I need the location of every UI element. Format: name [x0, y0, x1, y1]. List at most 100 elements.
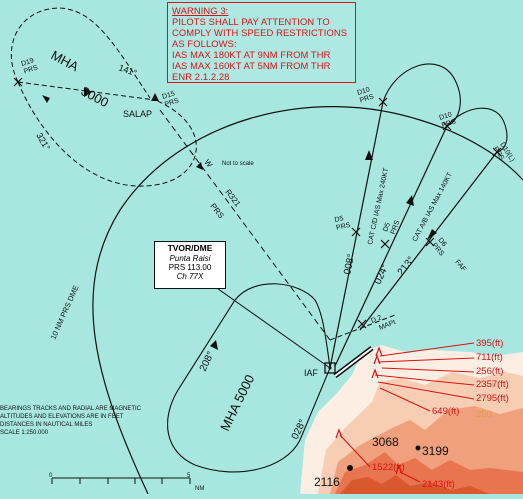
vor-dot — [328, 366, 332, 370]
obstacle-leader — [379, 387, 431, 412]
warning-line: PILOTS SHALL PAY ATTENTION TO — [172, 16, 330, 27]
fix-faf: FAF — [453, 259, 467, 273]
arrow-008 — [365, 150, 373, 160]
fix-d10a: D10PRS — [356, 86, 375, 105]
terrain — [300, 345, 523, 494]
fix-d15: D15PRS — [161, 90, 180, 109]
holding-bottom-mha: MHA 5000 — [217, 372, 257, 433]
fix-d6-line1: D6 — [436, 237, 447, 248]
dme-arc-label: 10 NM PRS DME — [49, 284, 81, 341]
track-141-label: 141° — [117, 62, 138, 78]
note-line: BEARINGS TRACKS AND RADIAL ARE MAGNETIC — [0, 406, 142, 412]
fix-d15-line2: PRS — [164, 97, 180, 108]
fix-d10b-line2: PRS — [441, 118, 457, 129]
obstacle-2795: 2795(ft) — [476, 393, 509, 404]
obstacle-symbol — [373, 354, 381, 365]
mapt-leg — [329, 314, 396, 341]
arrow-213 — [427, 229, 437, 240]
track-008 — [329, 101, 384, 369]
fix-d5a-mark — [351, 227, 361, 237]
vor-symbol — [324, 362, 336, 374]
terrain-high — [335, 452, 523, 494]
note-line: SCALE 1:250.000 — [0, 430, 49, 436]
fix-d2: D 2 — [370, 314, 383, 325]
arrow-024 — [406, 195, 414, 206]
holding-top-mha: MHA — [49, 47, 82, 74]
obstacle-1522: 1522(ft) — [372, 462, 405, 473]
salap-triangle — [151, 93, 159, 101]
obstacle-leader — [339, 434, 371, 468]
fix-d10a-mark — [378, 97, 388, 107]
fix-d19-line2: PRS — [23, 64, 39, 75]
fix-d10a-line2: PRS — [359, 93, 375, 104]
warning-line: ENR 2.1.2.28 — [172, 71, 230, 82]
warning-line: IAS MAX 160KT AT 5NM FROM THR — [172, 60, 331, 71]
fix-d5b-mark — [380, 239, 390, 249]
obstacle-leader — [377, 381, 475, 400]
obstacle-leader — [399, 471, 421, 483]
obstacle-leader — [379, 342, 475, 357]
peak-dot-3199 — [415, 445, 421, 451]
fix-d10b: D10PRS — [438, 111, 457, 130]
runway-centre — [334, 347, 373, 377]
obstacle-symbol — [395, 464, 403, 475]
track-024 — [334, 125, 448, 367]
navaid-title: TVOR/DME — [167, 243, 213, 253]
fix-marks — [13, 77, 502, 329]
warning-box: WARNING 3: PILOTS SHALL PAY ATTENTION TO… — [167, 2, 356, 83]
fix-d5a-line1: D5 — [334, 215, 344, 224]
obstacle-leader — [374, 374, 475, 386]
arrow-r321 — [196, 162, 203, 170]
track-024-label: 024° — [373, 263, 391, 286]
spot-height-3068: 3068 — [372, 435, 399, 449]
arrow-321 — [42, 95, 50, 103]
track-213-label: 213° — [396, 255, 417, 278]
w-mark: W — [202, 158, 214, 170]
scale-five: 5 — [187, 473, 191, 479]
warning-line: COMPLY WITH SPEED RESTRICTIONS — [172, 27, 348, 38]
peak-dot-2116 — [347, 465, 353, 471]
obstacle-711: 711(ft) — [476, 352, 503, 363]
holding-top-value: 3000 — [79, 83, 112, 110]
obstacle-symbol — [375, 346, 383, 357]
obstacle-2143: 2143(ft) — [422, 479, 455, 490]
obstacle-symbols — [335, 346, 403, 475]
holding-bottom — [167, 283, 331, 473]
turn-d10l — [446, 107, 508, 153]
spot-height-250: 250 — [476, 409, 492, 420]
fix-d10l: D10(L)PRS — [492, 141, 516, 167]
radial-321-label: R321 — [223, 188, 242, 209]
obstacle-symbol — [335, 428, 343, 439]
fix-d10a-line1: D10 — [356, 86, 370, 97]
spot-height-3199: 3199 — [422, 444, 449, 458]
obstacle-2357: 2357(ft) — [476, 379, 509, 390]
fix-d19: D19PRS — [20, 57, 39, 76]
fix-salap: SALAP — [123, 109, 152, 119]
note-line: ALTITUDES AND ELEVATIONS ARE IN FEET — [0, 414, 124, 420]
obstacle-649: 649(ft) — [432, 406, 459, 417]
fix-d5a: D5PRS — [334, 214, 352, 232]
warning-line: AS FOLLOWS: — [172, 38, 237, 49]
navaid-box: TVOR/DME Punta Raisi PRS 113.00 Ch 77X — [154, 241, 226, 289]
holding-top — [10, 7, 197, 187]
obstacle-395: 395(ft) — [476, 338, 503, 349]
obstacle-256: 256(ft) — [476, 366, 503, 377]
fix-d10b-line1: D10 — [438, 111, 452, 122]
scale-unit: NM — [195, 486, 204, 492]
fix-d2-mark — [357, 319, 367, 329]
leg-141 — [17, 81, 156, 101]
not-to-scale-label: Not to scale — [222, 161, 254, 167]
spot-height-2116: 2116 — [314, 475, 340, 489]
scale-bar — [51, 477, 191, 484]
obstacle-leaders — [339, 342, 475, 483]
chart-notes: BEARINGS TRACKS AND RADIAL ARE MAGNETIC … — [0, 405, 141, 437]
fix-d10l-mark — [492, 147, 502, 157]
obstacle-leader — [381, 367, 475, 373]
terrain-peak — [340, 475, 490, 494]
fix-d19-mark — [13, 77, 23, 87]
obstacle-leader — [377, 357, 475, 363]
navaid-name: Punta Raisi — [169, 254, 211, 263]
warning-title: WARNING 3: — [172, 5, 229, 16]
